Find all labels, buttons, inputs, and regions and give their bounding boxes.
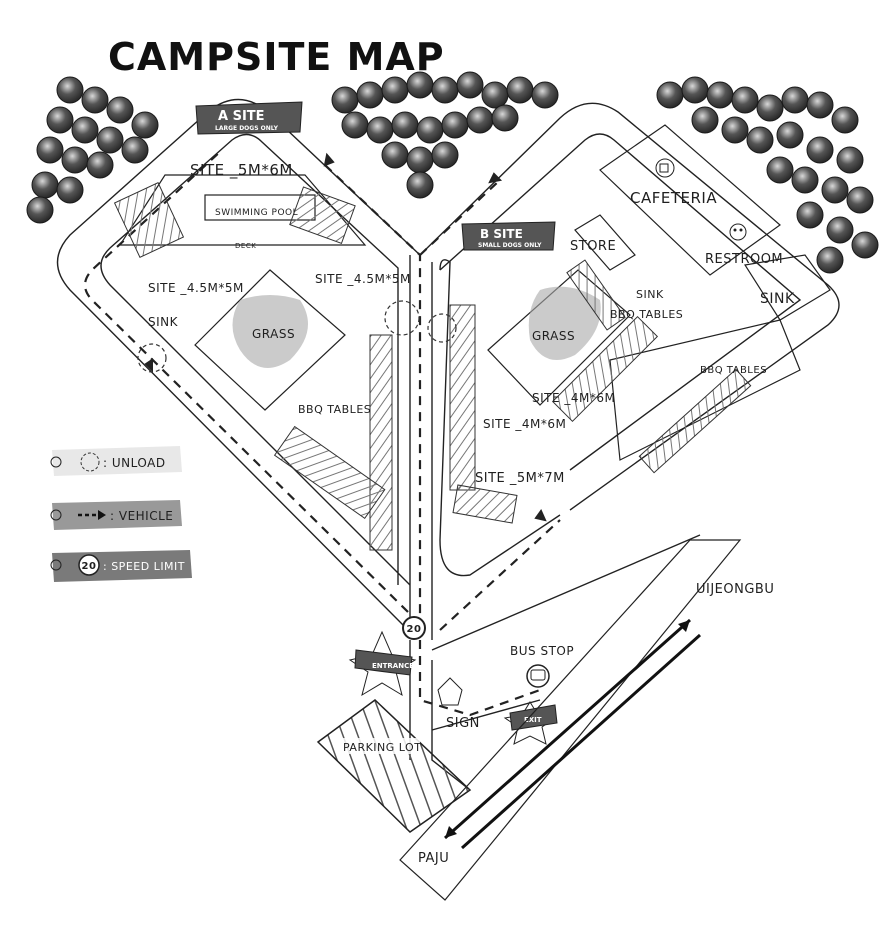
bbq-tables-left-label: BBQ TABLES: [298, 403, 371, 416]
parking-lot: PARKING LOT: [316, 699, 472, 833]
tag-pin-icon: [50, 509, 62, 521]
site-4m6m-b-label: SITE _4M*6M: [483, 417, 566, 431]
campsite-roads: [56, 98, 840, 791]
speed-limit-sign: 20: [402, 616, 426, 640]
site-45m5m-right-label: SITE _4.5M*5M: [315, 272, 411, 286]
exit-label: EXIT: [524, 716, 542, 724]
grass-left-label: GRASS: [252, 327, 295, 341]
b-site-banner: B SITE SMALL DOGS ONLY: [461, 221, 556, 251]
grass-b-label: GRASS: [532, 329, 575, 343]
b-site-note: SMALL DOGS ONLY: [478, 242, 542, 249]
a-site-note: LARGE DOGS ONLY: [215, 125, 279, 132]
bus-icon: [526, 664, 550, 688]
cafeteria-label: CAFETERIA: [630, 189, 717, 207]
sink-left-label: SINK: [148, 315, 179, 329]
tag-pin-icon: [50, 559, 62, 571]
cafeteria-icon: [655, 158, 675, 178]
uijeongbu-label: UIJEONGBU: [696, 582, 774, 597]
sign-label: SIGN: [446, 716, 480, 731]
a-site-banner: A SITE LARGE DOGS ONLY: [195, 101, 303, 135]
site-5m6m-label: SITE _5M*6M: [190, 161, 293, 180]
tag-pin-icon: [50, 456, 62, 468]
legend-item-speed-limit: 20 : SPEED LIMIT: [50, 550, 192, 582]
speed-symbol-icon: [78, 554, 100, 576]
bus-stop-label: BUS STOP: [510, 644, 574, 658]
a-site-label: A SITE: [218, 109, 265, 124]
legend-vehicle-text: : VEHICLE: [110, 509, 173, 523]
entrance-label: ENTRANCE: [372, 662, 414, 670]
bbq-tables-right-label: BBQ TABLES: [700, 365, 767, 376]
tree-cluster-center-icon: [331, 71, 559, 199]
b-site-label: B SITE: [480, 227, 523, 241]
site-5m7m-label: SITE _5M*7M: [475, 471, 565, 486]
sink-right-label: SINK: [760, 291, 795, 307]
site-45m5m-left-label: SITE _4.5M*5M: [148, 281, 244, 295]
restroom-icon: [729, 223, 747, 241]
legend: : UNLOAD : VEHICLE 20 : SPEED LIMIT: [50, 446, 192, 582]
swimming-pool-label: SWIMMING POOL: [215, 208, 298, 218]
grass-patch-right: [528, 286, 601, 360]
restroom-label: RESTROOM: [705, 252, 783, 267]
sink-b-label: SINK: [636, 288, 664, 301]
main-road: [399, 539, 742, 901]
unload-symbol-icon: [80, 452, 100, 472]
legend-unload-text: : UNLOAD: [103, 456, 166, 470]
site-pads: [113, 182, 752, 551]
bbq-tables-b-label: BBQ TABLES: [610, 308, 683, 321]
exit-marker: EXIT: [503, 701, 558, 745]
direction-arrows: [144, 152, 547, 522]
entrance-marker: ENTRANCE: [348, 630, 417, 697]
deck-label: DECK: [235, 242, 256, 250]
store-label: STORE: [570, 239, 616, 254]
legend-speed-text: : SPEED LIMIT: [103, 560, 185, 573]
grass-patch-left: [232, 295, 308, 368]
speed-limit-value: 20: [407, 624, 422, 635]
sign-icon: [437, 677, 463, 706]
legend-speed-value: 20: [82, 561, 97, 572]
unload-circles: [137, 300, 457, 373]
tree-cluster-right-icon: [656, 76, 879, 274]
parking-lot-label: PARKING LOT: [343, 741, 421, 754]
vehicle-route: [83, 149, 561, 717]
map-title: CAMPSITE MAP: [108, 35, 445, 79]
legend-item-vehicle: : VEHICLE: [50, 500, 182, 530]
site-4m6m-a-label: SITE _4M*6M: [532, 391, 615, 405]
paju-label: PAJU: [418, 851, 449, 866]
legend-item-unload: : UNLOAD: [50, 446, 182, 476]
